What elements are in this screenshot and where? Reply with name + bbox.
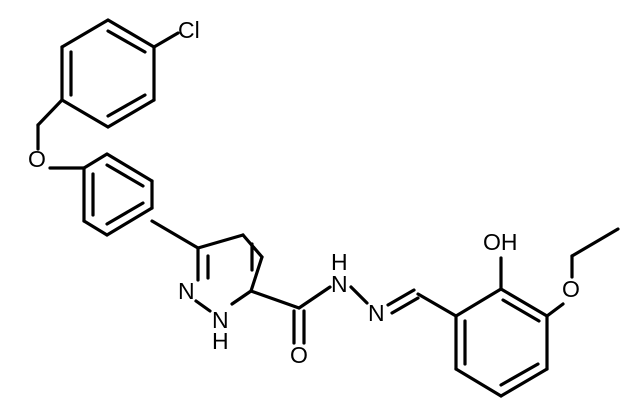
pyrazole-carbonyl-bond xyxy=(249,289,301,310)
imine-n-label: N xyxy=(368,300,385,326)
ether-oxygen-lower-label: O xyxy=(562,276,580,302)
chlorophenyl-ring xyxy=(60,18,156,129)
ring-ch2-bond xyxy=(36,98,64,127)
hydroxy-ethoxy-phenyl-ring xyxy=(454,287,549,398)
ch-ring-bond xyxy=(416,292,458,318)
pyrazole-n2-label: N xyxy=(212,307,229,333)
imine-double-bond-a xyxy=(386,288,416,307)
hydroxyl-label: OH xyxy=(483,229,518,255)
chlorine-label: Cl xyxy=(178,17,200,43)
c-cl-bond xyxy=(152,31,180,49)
c-o-ethoxy-bond xyxy=(545,302,565,318)
imine-double-bond-b xyxy=(390,296,420,315)
pyrazole-ring xyxy=(196,233,264,306)
hydrazide-n-label: N xyxy=(331,271,348,297)
pyrazole-h-label: H xyxy=(212,328,229,354)
n-n-bond xyxy=(194,299,212,313)
carbonyl-nh-bond xyxy=(297,285,332,310)
pyrazole-n-label: N xyxy=(178,278,195,304)
phenyl-pyrazole-bond xyxy=(150,219,200,250)
phenylene-ring xyxy=(82,152,154,237)
ether-oxygen-upper-label: O xyxy=(28,146,46,172)
ch2-ch3-bond xyxy=(570,227,620,258)
nh-n-bond xyxy=(349,285,369,305)
carbonyl-oxygen-label: O xyxy=(290,342,308,368)
hydrazide-h-label: H xyxy=(331,249,348,275)
